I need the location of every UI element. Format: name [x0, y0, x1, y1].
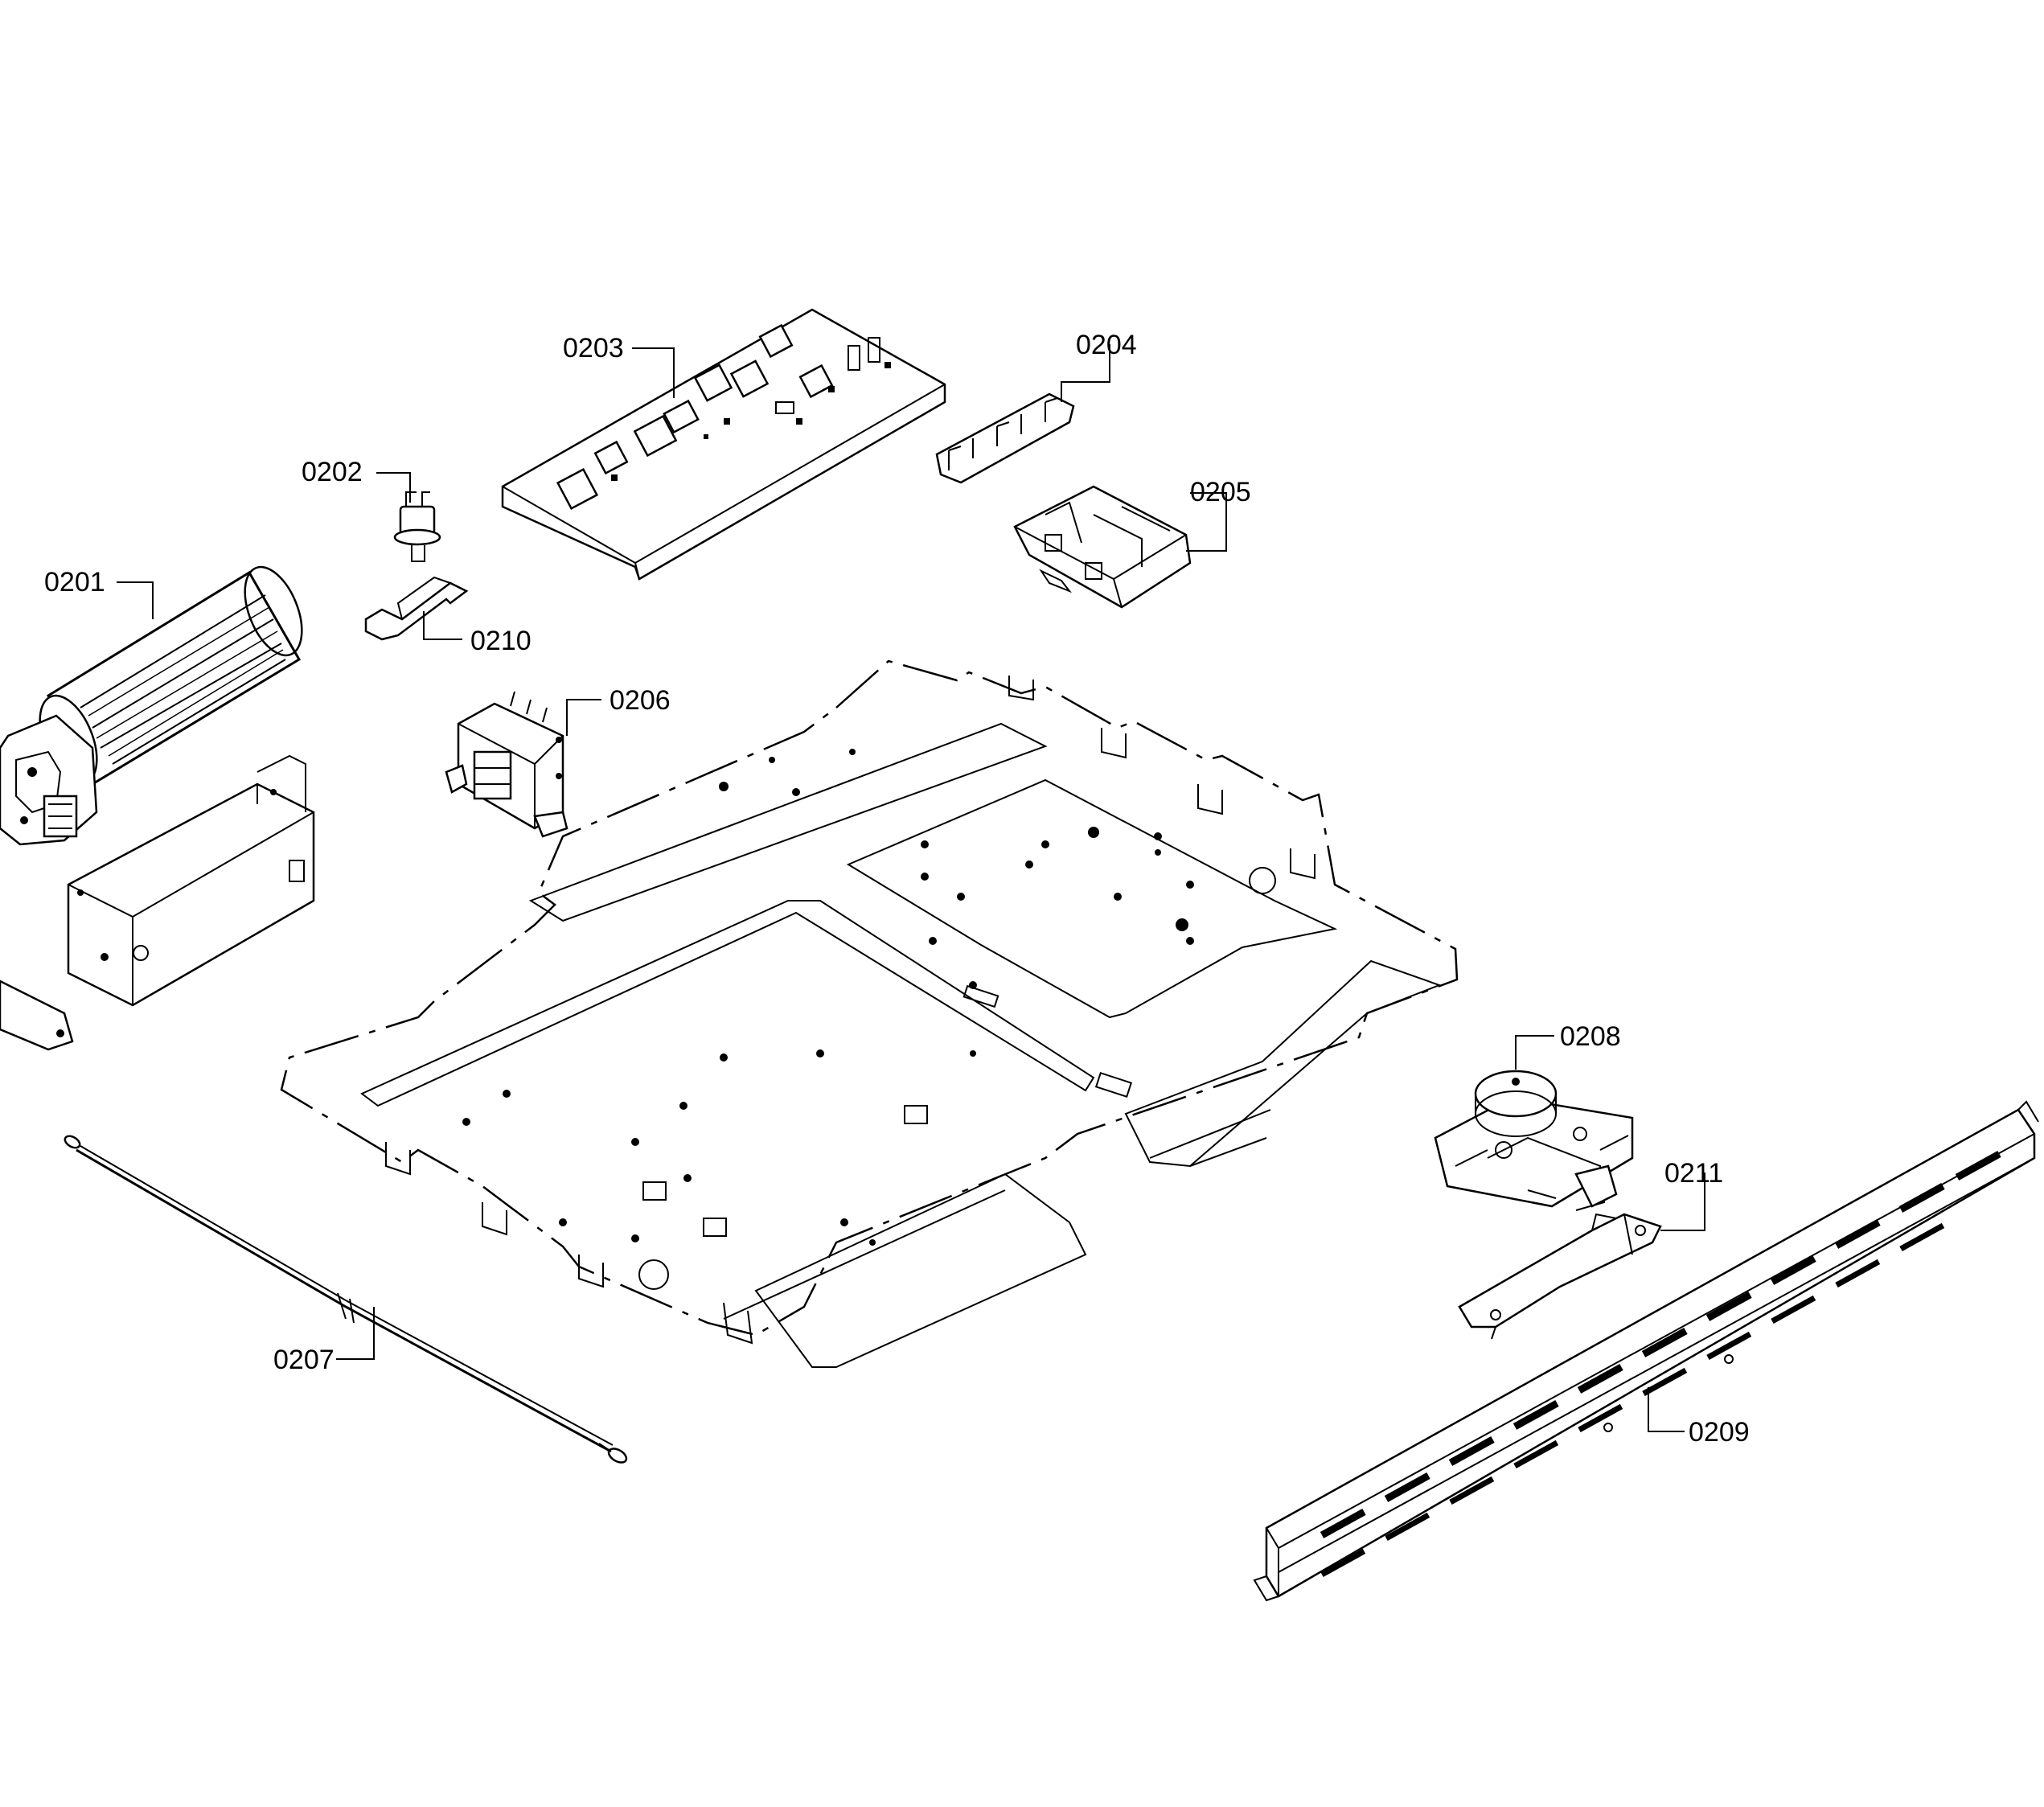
callout-0208: 0208 [1560, 1021, 1621, 1052]
callout-0201: 0201 [44, 567, 105, 598]
leader-lines [117, 344, 1705, 1432]
callout-labels: 0201 0202 0203 0204 0205 0206 0207 0208 … [44, 330, 1750, 1448]
callout-0203: 0203 [563, 333, 624, 363]
callout-0207: 0207 [273, 1345, 335, 1375]
sensor-probe-part [64, 1135, 628, 1464]
callout-0204: 0204 [1076, 330, 1137, 360]
door-lock-motor-part [1434, 1070, 1634, 1211]
callout-0206: 0206 [610, 685, 671, 716]
callout-0209: 0209 [1689, 1417, 1750, 1448]
callout-0210: 0210 [470, 626, 532, 656]
callout-0202: 0202 [302, 457, 363, 487]
vent-rail-part [1253, 1100, 2039, 1602]
connector-housing-part [1013, 485, 1192, 609]
control-board-part [501, 308, 946, 581]
lock-bracket-part [1458, 1213, 1662, 1340]
callout-0211: 0211 [1664, 1158, 1723, 1189]
thermostat-part [393, 491, 441, 562]
transformer-part [445, 691, 568, 838]
base-plate [280, 659, 1459, 1368]
fan-motor-part [0, 565, 303, 846]
callout-0205: 0205 [1190, 477, 1251, 507]
thermostat-bracket-part [364, 576, 469, 641]
terminal-block-part [935, 392, 1075, 484]
fan-bracket [0, 754, 315, 1051]
